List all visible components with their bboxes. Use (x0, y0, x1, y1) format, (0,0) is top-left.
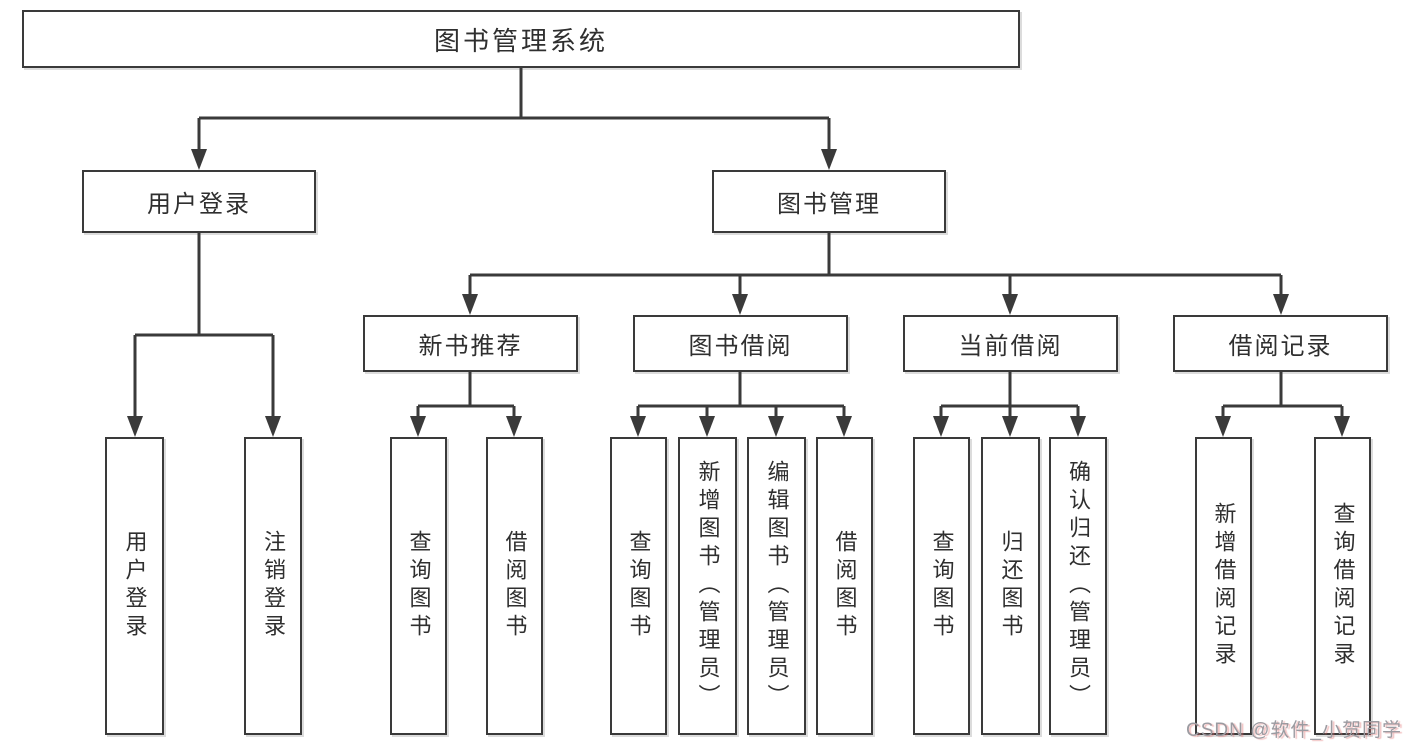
csdn-watermark: CSDN @软件_小贺同学 (1186, 720, 1402, 741)
node-new-book-recommend: 新书推荐 (363, 315, 578, 372)
leaf-bb-borrow-book: 借阅图书 (816, 437, 873, 735)
leaf-br-query-record: 查询借阅记录 (1314, 437, 1371, 735)
node-borrowing-record: 借阅记录 (1173, 315, 1388, 372)
leaf-bb-edit-book-admin: 编辑图书（管理员） (747, 437, 806, 735)
node-book-management-group: 图书管理 (712, 170, 946, 233)
leaf-logout: 注销登录 (244, 437, 302, 735)
leaf-user-login: 用户登录 (105, 437, 164, 735)
leaf-cb-return-book: 归还图书 (981, 437, 1040, 735)
node-user-login-group: 用户登录 (82, 170, 316, 233)
leaf-br-add-record: 新增借阅记录 (1195, 437, 1252, 735)
leaf-bb-add-book-admin: 新增图书（管理员） (678, 437, 737, 735)
node-book-borrowing: 图书借阅 (633, 315, 848, 372)
node-current-borrowing: 当前借阅 (903, 315, 1118, 372)
leaf-nb-borrow-book: 借阅图书 (486, 437, 543, 735)
node-root: 图书管理系统 (22, 10, 1020, 68)
leaf-bb-query-book: 查询图书 (610, 437, 667, 735)
leaf-cb-confirm-return-admin: 确认归还（管理员） (1049, 437, 1107, 735)
leaf-nb-query-book: 查询图书 (390, 437, 447, 735)
leaf-cb-query-book: 查询图书 (913, 437, 970, 735)
